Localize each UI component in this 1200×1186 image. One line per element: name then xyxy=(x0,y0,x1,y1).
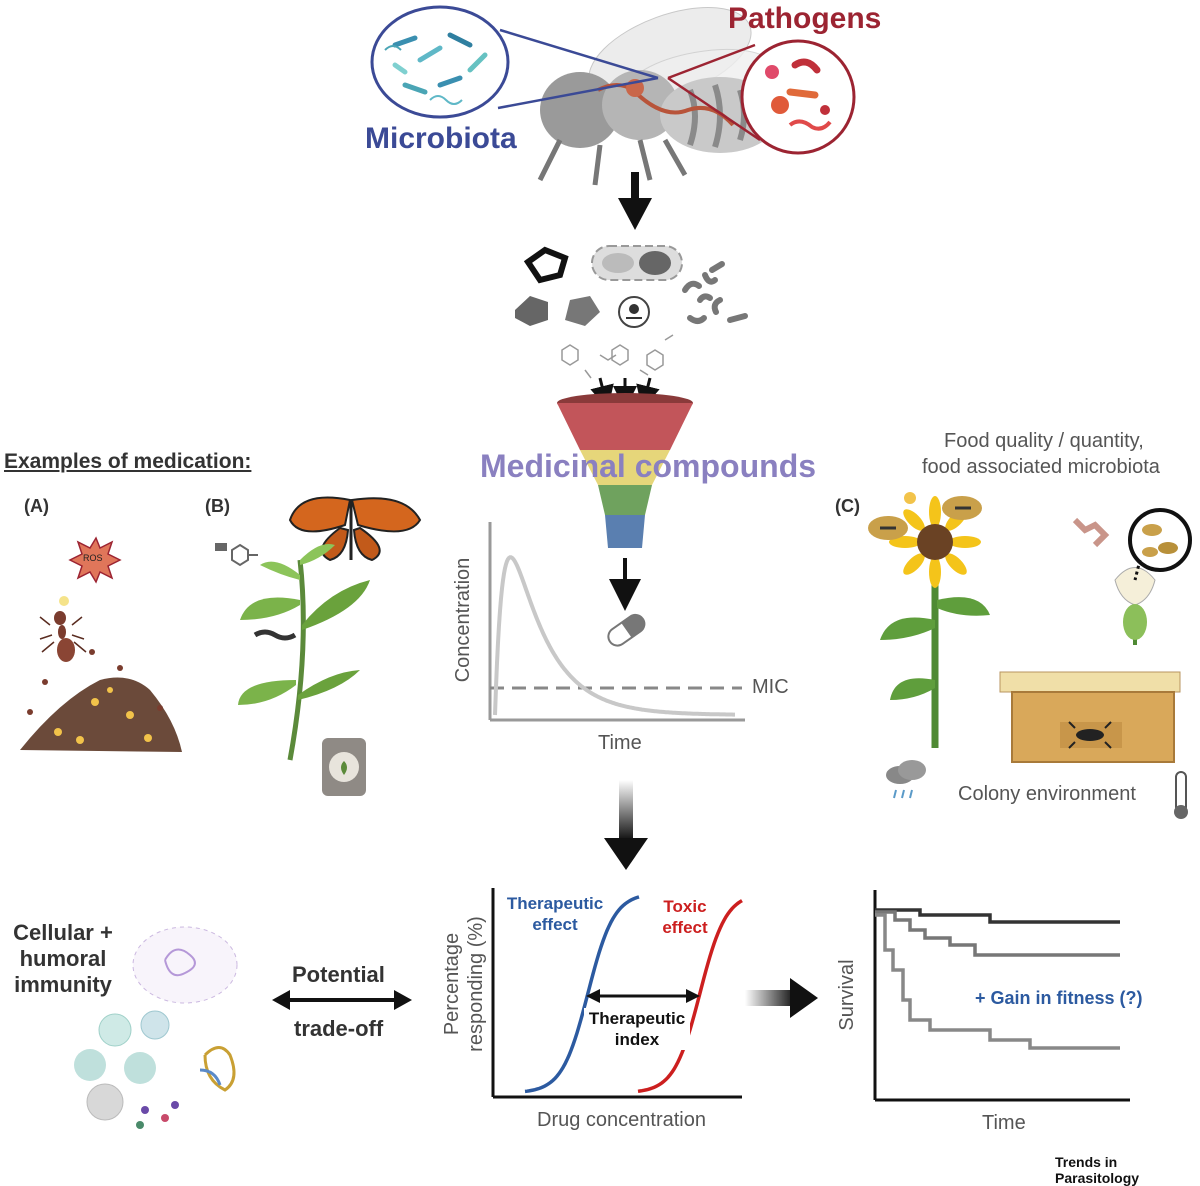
survival-graph xyxy=(873,890,1130,1102)
index-line2: index xyxy=(614,1030,660,1049)
pk-ylabel: Concentration xyxy=(452,557,474,683)
down-arrow-top xyxy=(631,172,639,200)
dose-response-graph xyxy=(491,888,743,1099)
immunity-line3: immunity xyxy=(14,972,112,997)
pill-icon xyxy=(607,613,646,647)
example-a-illustration xyxy=(20,536,182,752)
right-arrow xyxy=(745,990,795,1006)
mic-label: MIC xyxy=(752,676,789,698)
microbiota-lens xyxy=(370,5,659,119)
examples-heading: Examples of medication: xyxy=(4,450,252,473)
therapeutic-index-label: Therapeutic index xyxy=(584,1008,690,1050)
food-line1: Food quality / quantity, xyxy=(944,430,1144,452)
down-arrow-mid xyxy=(619,780,633,840)
pk-curve xyxy=(493,555,735,717)
journal-footer: Trends in Parasitology xyxy=(1055,1154,1140,1186)
therapeutic-curve xyxy=(524,895,640,1094)
panel-b-label: (B) xyxy=(205,496,230,516)
survival-ylabel: Survival xyxy=(836,959,858,1031)
therapeutic-effect-label: Therapeutic effect xyxy=(502,893,608,935)
pathogens-lens xyxy=(667,39,856,155)
colony-environment-label: Colony environment xyxy=(958,783,1136,805)
toxic-line2: effect xyxy=(662,918,708,937)
microbiota-label: Microbiota xyxy=(365,122,517,155)
example-c-illustration xyxy=(868,492,1192,819)
survival-xlabel: Time xyxy=(982,1112,1026,1134)
dose-ylabel: Percentage responding (%) xyxy=(440,894,488,1074)
funnel xyxy=(557,393,693,548)
therapeutic-line1: Therapeutic xyxy=(506,894,604,913)
panel-a-label: (A) xyxy=(24,496,49,516)
dose-ylabel-line2: responding (%) xyxy=(465,916,487,1052)
molecules xyxy=(561,334,674,379)
toxic-curve xyxy=(637,899,743,1094)
compounds-icons xyxy=(515,245,748,328)
pathogens-label: Pathogens xyxy=(728,2,882,35)
immunity-line2: humoral xyxy=(19,946,107,971)
pk-graph xyxy=(488,522,745,722)
potential-label: Potential xyxy=(292,962,385,987)
medicinal-compounds-label: Medicinal compounds xyxy=(480,448,817,484)
toxic-line1: Toxic xyxy=(663,897,707,916)
tradeoff-label: trade-off xyxy=(294,1016,384,1041)
pk-xlabel: Time xyxy=(598,732,642,754)
food-line2: food associated microbiota xyxy=(922,456,1160,478)
immunity-label: Cellular + humoral immunity xyxy=(8,920,118,998)
immunity-cells xyxy=(74,926,238,1129)
dose-xlabel: Drug concentration xyxy=(537,1109,706,1131)
panel-c-label: (C) xyxy=(835,496,860,516)
index-line1: Therapeutic xyxy=(588,1009,686,1028)
dose-ylabel-line1: Percentage xyxy=(441,932,463,1036)
immunity-line1: Cellular + xyxy=(13,920,113,945)
tradeoff-arrow xyxy=(272,990,412,1010)
example-b-illustration xyxy=(215,496,422,796)
ros-label: ROS xyxy=(83,553,103,563)
therapeutic-line2: effect xyxy=(532,915,578,934)
gain-in-fitness-label: + Gain in fitness (?) xyxy=(975,988,1143,1008)
toxic-effect-label: Toxic effect xyxy=(655,896,715,938)
